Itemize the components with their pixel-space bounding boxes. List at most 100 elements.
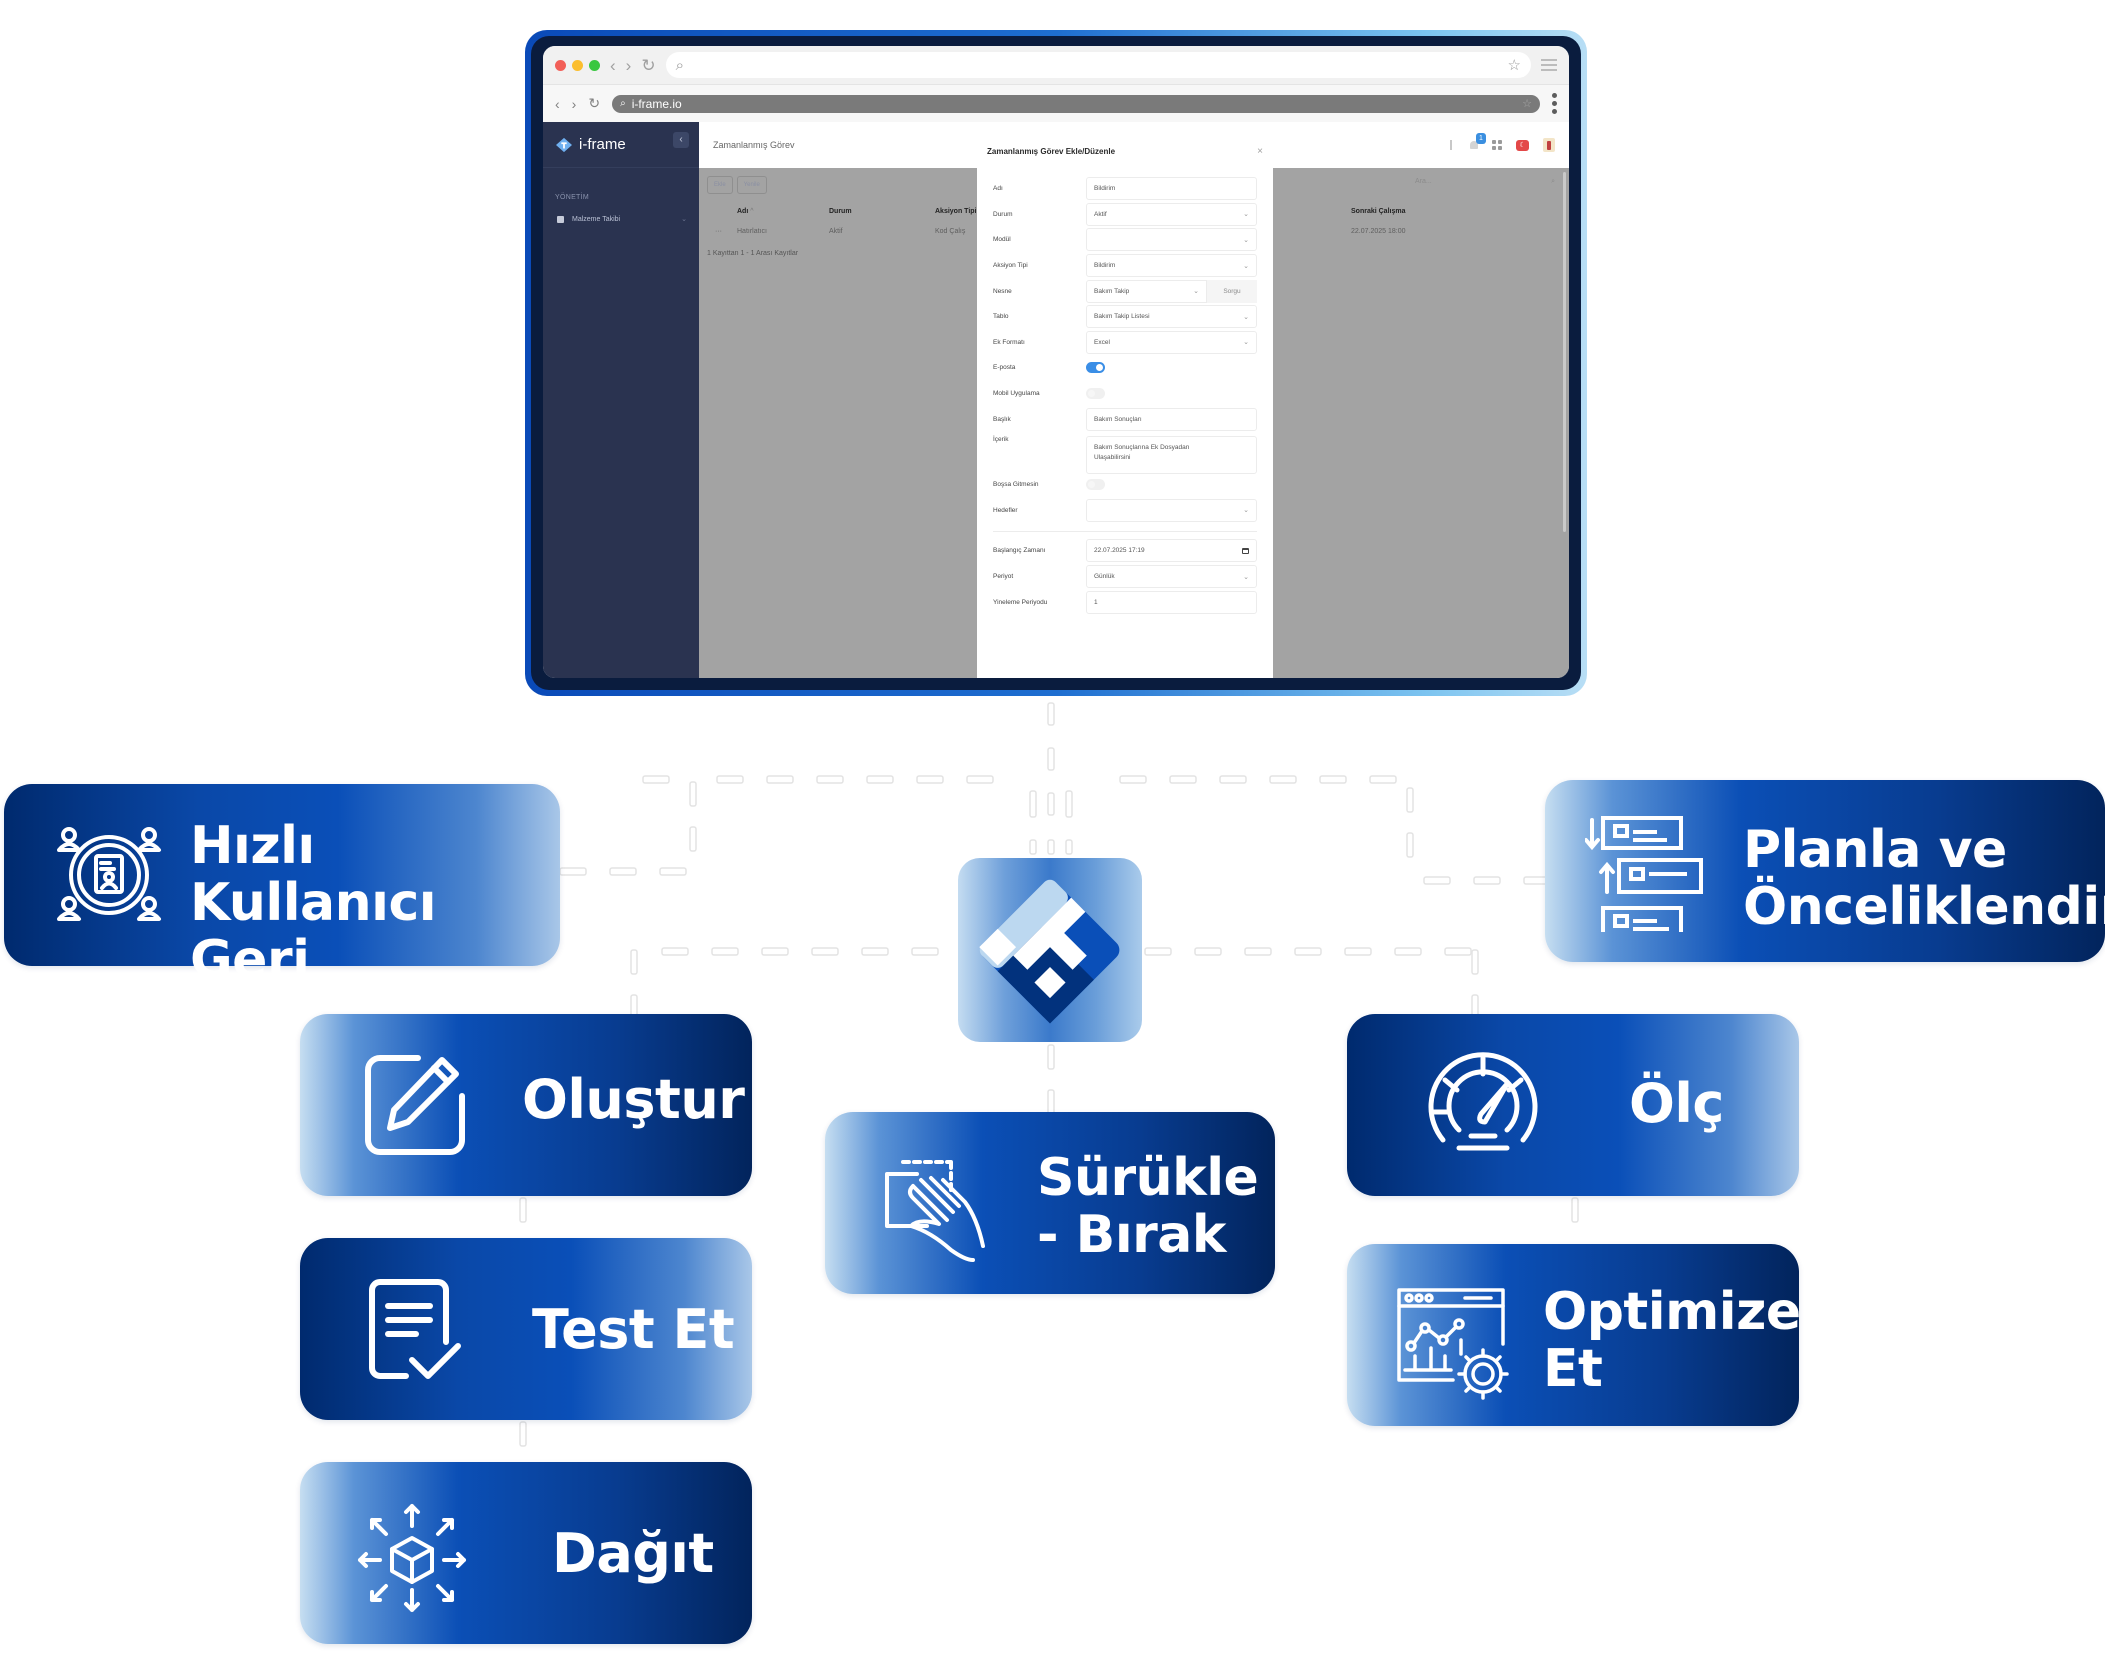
feature-card-deploy[interactable]: Dağıt [300, 1462, 752, 1644]
field-row-targets: Hedefler ⌄ [993, 498, 1257, 524]
attachment-format-select[interactable]: Excel⌄ [1086, 330, 1257, 354]
page-title: Zamanlanmış Görev [713, 140, 795, 150]
window-close-button[interactable] [555, 59, 566, 71]
download-icon[interactable] [1450, 140, 1452, 150]
repeat-period-input[interactable]: 1 [1086, 590, 1257, 614]
connector-dash [1144, 947, 1172, 956]
field-label: Hedefler [993, 506, 1018, 514]
chevron-down-icon: ⌄ [1243, 339, 1249, 347]
url-field[interactable]: ⌕ i-frame.io ☆ [612, 94, 1540, 113]
feature-card-dragdrop[interactable]: Sürükle - Bırak [825, 1112, 1275, 1294]
targets-select[interactable]: ⌄ [1086, 498, 1257, 522]
chevron-down-icon: ⌄ [1243, 507, 1249, 515]
field-label: Aksiyon Tipi [993, 262, 1028, 270]
column-header-action-type[interactable]: Aksiyon Tipi [935, 208, 977, 215]
add-button[interactable]: Ekle [707, 176, 733, 194]
top-search-field[interactable]: ⌕ ☆ [665, 52, 1531, 78]
connector-dash [966, 775, 994, 784]
back-icon[interactable]: ‹ [555, 95, 560, 112]
connector-dash [519, 1197, 527, 1223]
notification-bell-icon[interactable]: 1 [1470, 133, 1486, 149]
app-logo[interactable]: i-frame [543, 122, 699, 168]
connector-dash [1194, 947, 1222, 956]
feature-label: Ölç [1629, 1072, 1724, 1135]
task-form: Adı Bildirim Durum Aktif⌄ Modül ⌄ [977, 168, 1273, 615]
connector-dash [866, 775, 894, 784]
connector-dash [1169, 775, 1197, 784]
device-bezel: ‹ › ↻ ⌕ ☆ ‹ › ↻ ⌕ i-frame.io ☆ [531, 36, 1581, 690]
feature-card-feedback[interactable]: Hızlı Kullanıcı Geri Bildirimi [4, 784, 560, 1046]
window-minimize-button[interactable] [572, 59, 583, 71]
star-icon[interactable]: ☆ [1507, 57, 1521, 74]
content-textarea[interactable]: Bakım Sonuçlarına Ek Dosyadan Ulaşabilir… [1086, 435, 1257, 474]
feature-card-measure[interactable]: Ölç [1347, 1014, 1799, 1196]
column-header-next-run[interactable]: Sonraki Çalışma [1351, 208, 1406, 215]
module-icon [557, 215, 564, 223]
reload-icon[interactable]: ↻ [641, 55, 656, 75]
start-time-input[interactable]: 22.07.2025 17:19 [1086, 539, 1257, 563]
action-type-select[interactable]: Bildirim⌄ [1086, 254, 1257, 278]
chevron-down-icon: ⌄ [1243, 313, 1249, 321]
back-icon[interactable]: ‹ [610, 55, 616, 75]
forward-icon[interactable]: › [571, 95, 577, 112]
reload-icon[interactable]: ↻ [588, 95, 601, 111]
cell-action-type: Kod Çalış [935, 228, 966, 235]
connector-dash [766, 775, 794, 784]
field-row-attachment: Ek Formatı Excel⌄ [993, 330, 1257, 356]
connector-dash [1047, 1089, 1055, 1115]
not-wasted-toggle[interactable] [1086, 479, 1105, 491]
feature-card-create[interactable]: Oluştur [300, 1014, 752, 1196]
user-avatar[interactable] [1543, 138, 1555, 152]
connector-dash [1473, 876, 1501, 885]
name-input[interactable]: Bildirim [1086, 177, 1257, 201]
column-header-status[interactable]: Durum [829, 208, 852, 215]
modal-header: Zamanlanmış Görev Ekle/Düzenle × [977, 134, 1273, 168]
connector-dash [1406, 787, 1414, 813]
app-logo-text: i-frame [579, 136, 626, 153]
connector-dash [1406, 832, 1414, 858]
forward-icon[interactable]: › [625, 55, 632, 75]
refresh-button[interactable]: Yenile [736, 176, 767, 194]
feature-card-test[interactable]: Test Et [300, 1238, 752, 1420]
email-toggle[interactable] [1086, 362, 1105, 374]
field-row-status: Durum Aktif⌄ [993, 202, 1257, 228]
sidebar-collapse-button[interactable]: ‹ [673, 132, 689, 148]
kebab-menu-icon[interactable] [1552, 93, 1557, 114]
window-maximize-button[interactable] [589, 59, 600, 71]
scrollbar[interactable] [1563, 172, 1566, 532]
query-button[interactable]: Sorgu [1207, 279, 1257, 303]
module-select[interactable]: ⌄ [1086, 228, 1257, 252]
mobile-app-toggle[interactable] [1086, 388, 1105, 400]
edit-pencil-icon [362, 1052, 466, 1156]
sidebar-item-malzeme-takibi[interactable]: Malzeme Takibi ⌄ [543, 201, 699, 223]
apps-grid-icon[interactable] [1492, 140, 1502, 150]
subject-input[interactable]: Bakım Sonuçları [1086, 407, 1257, 431]
connector-dash [1119, 775, 1147, 784]
browser-mockup: ‹ › ↻ ⌕ ☆ ‹ › ↻ ⌕ i-frame.io ☆ [525, 30, 1587, 696]
period-select[interactable]: Günlük⌄ [1086, 565, 1257, 589]
language-flag-icon[interactable]: ☾ [1516, 139, 1529, 151]
feature-card-plan[interactable]: Planla ve Önceliklendir [1545, 780, 2105, 962]
feature-card-optimize[interactable]: Optimize Et [1347, 1244, 1801, 1426]
bookmark-star-icon[interactable]: ☆ [1522, 98, 1532, 110]
hamburger-menu-icon[interactable] [1541, 59, 1557, 71]
close-icon[interactable]: × [1257, 145, 1263, 157]
column-header-name[interactable]: Adı ^ [737, 208, 754, 215]
row-actions-icon[interactable]: ··· [715, 228, 722, 235]
status-select[interactable]: Aktif⌄ [1086, 202, 1257, 226]
feature-label: Dağıt [552, 1522, 714, 1585]
grid-search[interactable]: Ara... ⌕ [1415, 178, 1555, 186]
connector-dash [1319, 775, 1347, 784]
field-row-repeat: Yineleme Periyodu 1 [993, 589, 1257, 615]
connector-dash [761, 947, 789, 956]
table-row[interactable]: ··· Hatırlatıcı Aktif Kod Çalış 22.07.20… [699, 228, 1569, 242]
field-row-mobile: Mobil Uygulama [993, 381, 1257, 407]
field-row-start-time: Başlangıç Zamanı 22.07.2025 17:19 [993, 538, 1257, 564]
sidebar-item-label: Malzeme Takibi [572, 215, 621, 223]
table-select[interactable]: Bakım Takip Listesi⌄ [1086, 305, 1257, 329]
field-label: Ek Formatı [993, 338, 1025, 346]
grid-toolbar: Ekle Yenile [699, 168, 1569, 194]
connector-dash [1471, 949, 1479, 975]
object-select[interactable]: Bakım Takip⌄ [1086, 279, 1207, 303]
connector-dash [689, 781, 697, 807]
